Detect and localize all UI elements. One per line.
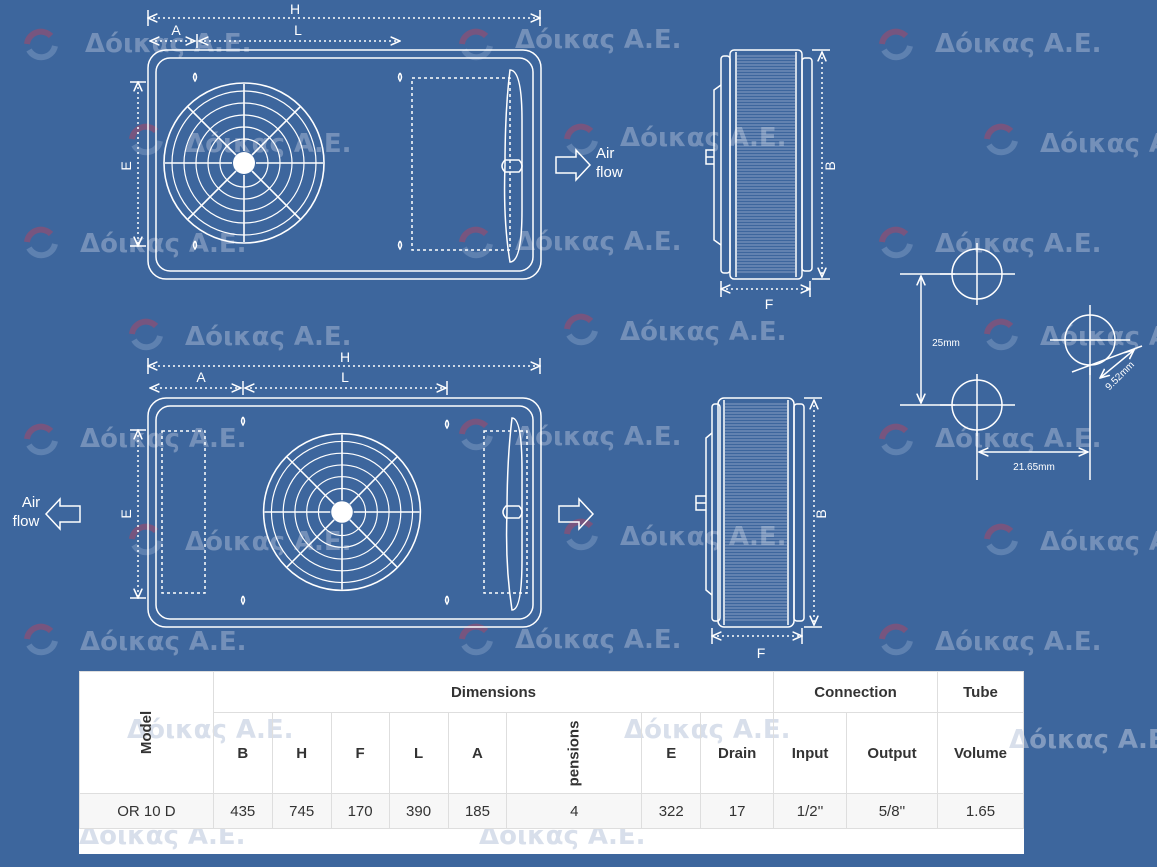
spec-table-panel: Δόικας Α.Ε. Δόικας Α.Ε. Δόικας Α.Ε. Δόικ… <box>79 671 1157 854</box>
bottom-front-view <box>130 358 542 628</box>
bottom-dim-h-label: H <box>340 349 350 365</box>
svg-text:Δόικας Α.Ε.: Δόικας Α.Ε. <box>185 322 352 352</box>
top-dim-l-label: L <box>294 22 302 38</box>
table-watermark-3: Δόικας Α.Ε. <box>1009 725 1157 755</box>
svg-text:Δόικας Α.Ε.: Δόικας Α.Ε. <box>935 627 1102 657</box>
cell-h: 745 <box>271 793 332 829</box>
cell-a: 185 <box>447 793 508 829</box>
col-header-a: A <box>447 712 508 794</box>
top-air-label: Air <box>596 145 614 162</box>
col-header-f: F <box>330 712 390 794</box>
cell-l: 390 <box>388 793 449 829</box>
cell-f: 170 <box>330 793 390 829</box>
col-header-e: E <box>641 712 702 794</box>
bottom-side-fins <box>725 403 787 621</box>
svg-text:Δόικας Α.Ε.: Δόικας Α.Ε. <box>620 123 787 153</box>
col-header-volume: Volume <box>936 712 1025 794</box>
top-flow-label: flow <box>596 164 623 181</box>
bottom-flow-label: flow <box>13 513 40 530</box>
svg-text:Δόικας Α.Ε.: Δόικας Α.Ε. <box>935 424 1102 454</box>
col-header-h: H <box>271 712 332 794</box>
svg-text:Δόικας Α.Ε.: Δόικας Α.Ε. <box>80 627 247 657</box>
table-subheader-row: B H F L A pensions E Drain Input Output … <box>80 712 1025 794</box>
tube-detail <box>900 243 1143 480</box>
cell-e: 322 <box>641 793 702 829</box>
cell-drain: 17 <box>700 793 775 829</box>
svg-text:Δόικας Α.Ε.: Δόικας Α.Ε. <box>1040 527 1157 557</box>
svg-text:Δόικας Α.Ε.: Δόικας Α.Ε. <box>515 25 682 55</box>
col-header-pensions: pensions <box>565 720 583 786</box>
top-side-fins <box>737 55 795 273</box>
top-dim-f-label: F <box>765 296 774 312</box>
top-dim-a-label: A <box>171 22 181 38</box>
col-header-output: Output <box>846 712 938 794</box>
cell-volume: 1.65 <box>936 793 1025 829</box>
bottom-dim-b-label: B <box>813 509 829 518</box>
cell-model: OR 10 D <box>79 793 214 829</box>
svg-text:Δόικας Α.Ε.: Δόικας Α.Ε. <box>80 424 247 454</box>
svg-text:Δόικας Α.Ε.: Δόικας Α.Ε. <box>515 625 682 655</box>
bottom-dim-l-label: L <box>341 369 349 385</box>
bottom-airflow-arrows <box>44 497 595 531</box>
svg-text:Δόικας Α.Ε.: Δόικας Α.Ε. <box>1040 129 1157 159</box>
table-row: OR 10 D 435 745 170 390 185 4 322 17 1/2… <box>79 793 1025 829</box>
cell-input: 1/2'' <box>773 793 848 829</box>
tube-diameter-label: 9.52mm <box>1104 360 1137 393</box>
watermark-layer: Δόικας Α.Ε. Δόικας Α.Ε. Δόικας Α.Ε. Δόικ… <box>27 25 1157 657</box>
bottom-dim-e-label: E <box>118 509 134 518</box>
tube-offset-label: 21.65mm <box>1013 462 1055 473</box>
bottom-air-label: Air <box>22 494 40 511</box>
svg-text:Δόικας Α.Ε.: Δόικας Α.Ε. <box>515 422 682 452</box>
top-fan-grille <box>163 82 325 244</box>
col-header-pensions-cell: pensions <box>506 712 643 794</box>
bottom-side-view <box>695 397 822 644</box>
connection-header: Connection <box>773 671 938 713</box>
col-header-l: L <box>388 712 449 794</box>
svg-text:Δόικας Α.Ε.: Δόικας Α.Ε. <box>935 229 1102 259</box>
svg-text:Δόικας Α.Ε.: Δόικας Α.Ε. <box>515 227 682 257</box>
cell-pensions: 4 <box>506 793 643 829</box>
model-header: Model <box>137 710 155 755</box>
svg-text:Δόικας Α.Ε.: Δόικας Α.Ε. <box>185 129 352 159</box>
dimensions-header: Dimensions <box>212 671 775 713</box>
svg-text:Δόικας Α.Ε.: Δόικας Α.Ε. <box>935 29 1102 59</box>
svg-text:Δόικας Α.Ε.: Δόικας Α.Ε. <box>185 527 352 557</box>
top-side-view <box>705 49 830 297</box>
col-header-drain: Drain <box>700 712 775 794</box>
tube-spacing-label: 25mm <box>932 338 960 349</box>
svg-text:Δόικας Α.Ε.: Δόικας Α.Ε. <box>85 29 252 59</box>
col-header-input: Input <box>773 712 848 794</box>
tube-header: Tube <box>936 671 1025 713</box>
table-group-header-row: Model Dimensions Connection Tube <box>79 671 1025 794</box>
top-front-view <box>130 10 542 280</box>
spec-table: Model Dimensions Connection Tube B H F L… <box>79 671 1025 829</box>
bottom-dim-a-label: A <box>196 369 206 385</box>
top-dim-b-label: B <box>822 161 838 170</box>
bottom-fan-grille <box>262 432 422 592</box>
svg-text:Δόικας Α.Ε.: Δόικας Α.Ε. <box>620 317 787 347</box>
top-dim-e-label: E <box>118 161 134 170</box>
model-header-cell: Model <box>79 671 214 794</box>
bottom-dim-f-label: F <box>757 645 766 661</box>
svg-text:Δόικας Α.Ε.: Δόικας Α.Ε. <box>620 522 787 552</box>
cell-b: 435 <box>212 793 273 829</box>
col-header-b: B <box>212 712 273 794</box>
top-dim-h-label: H <box>290 1 300 17</box>
top-airflow-arrow <box>555 148 592 182</box>
cell-output: 5/8'' <box>846 793 938 829</box>
svg-text:Δόικας Α.Ε.: Δόικας Α.Ε. <box>80 229 247 259</box>
